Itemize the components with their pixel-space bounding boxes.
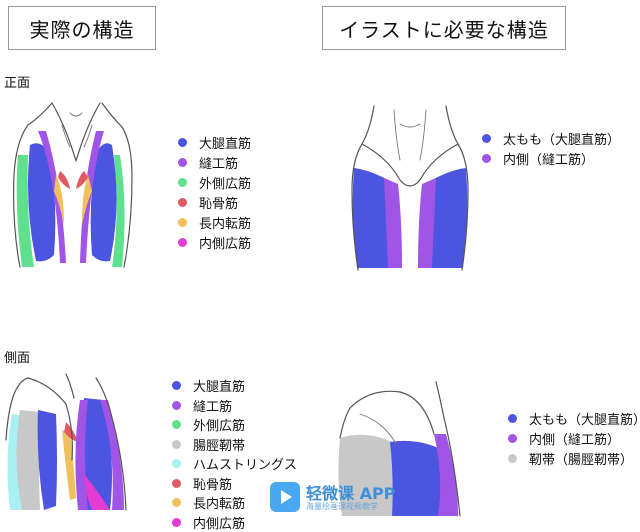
- legend-label: 内側（縫工筋）: [503, 149, 594, 168]
- legend-item: 外側広筋: [178, 172, 251, 192]
- legend-dot: [172, 459, 181, 468]
- legend-label: 大腿直筋: [193, 376, 245, 395]
- play-icon: [270, 482, 300, 512]
- hip-outline-simple: [350, 391, 434, 434]
- legend-item: ハムストリングス: [172, 454, 297, 474]
- legend-label: 長内転筋: [199, 213, 251, 232]
- legend-label: 大腿直筋: [199, 133, 251, 152]
- section-front-label: 正面: [4, 72, 30, 91]
- legend-item: 大腿直筋: [172, 376, 297, 396]
- legend-dot: [482, 154, 491, 163]
- legend-label: 靭帯（腸脛靭帯）: [529, 449, 633, 468]
- legend-dot: [508, 434, 517, 443]
- legend-item: 縫工筋: [172, 396, 297, 416]
- front-actual-figure: [0, 95, 150, 275]
- front-actual-legend: 大腿直筋 縫工筋 外側広筋 恥骨筋 長内転筋 内側広筋: [178, 132, 251, 252]
- legend-dot: [178, 138, 187, 147]
- title-illustration-structure: イラストに必要な構造: [322, 6, 566, 50]
- legend-dot: [178, 218, 187, 227]
- legend-item: 靭帯（腸脛靭帯）: [508, 448, 640, 468]
- section-side-label: 側面: [4, 347, 30, 366]
- legend-dot: [178, 178, 187, 187]
- legend-label: 内側広筋: [193, 513, 245, 532]
- front-simple-figure: [340, 100, 480, 275]
- legend-dot: [178, 158, 187, 167]
- app-logo-icon: [270, 482, 300, 512]
- legend-dot: [172, 420, 181, 429]
- legend-dot: [172, 518, 181, 527]
- legend-label: 縫工筋: [193, 396, 232, 415]
- legend-label: 縫工筋: [199, 153, 238, 172]
- legend-dot: [172, 381, 181, 390]
- legend-item: 内側広筋: [178, 232, 251, 252]
- watermark-subtitle: 海量绘画课视频教学: [306, 501, 378, 512]
- torso-line: [66, 374, 74, 398]
- legend-dot: [172, 440, 181, 449]
- legend-label: 外側広筋: [199, 173, 251, 192]
- legend-dot: [172, 479, 181, 488]
- legend-item: 縫工筋: [178, 152, 251, 172]
- legend-label: 恥骨筋: [199, 193, 238, 212]
- legend-label: 内側（縫工筋）: [529, 429, 620, 448]
- legend-item: 長内転筋: [178, 212, 251, 232]
- side-simple-legend: 太もも（大腿直筋） 内側（縫工筋） 靭帯（腸脛靭帯）: [508, 408, 640, 468]
- iliotibial-band: [16, 410, 40, 510]
- legend-item: 大腿直筋: [178, 132, 251, 152]
- legend-label: 太もも（大腿直筋）: [529, 409, 640, 428]
- legend-dot: [172, 401, 181, 410]
- legend-item: 太もも（大腿直筋）: [482, 128, 620, 148]
- legend-dot: [178, 198, 187, 207]
- legend-item: 内側（縫工筋）: [482, 148, 620, 168]
- legend-label: ハムストリングス: [193, 454, 297, 473]
- legend-label: 太もも（大腿直筋）: [503, 129, 620, 148]
- legend-item: 外側広筋: [172, 415, 297, 435]
- legend-item: 腸脛靭帯: [172, 435, 297, 455]
- abdomen-lines-simple: [394, 110, 426, 160]
- title-actual-structure: 実際の構造: [8, 6, 156, 50]
- legend-dot: [508, 454, 517, 463]
- watermark: 轻微课 APP 海量绘画课视频教学: [270, 480, 400, 518]
- legend-item: 恥骨筋: [178, 192, 251, 212]
- legend-label: 恥骨筋: [193, 474, 232, 493]
- legend-label: 長内転筋: [193, 493, 245, 512]
- legend-label: 腸脛靭帯: [193, 435, 245, 454]
- legend-item: 内側（縫工筋）: [508, 428, 640, 448]
- legend-dot: [508, 414, 517, 423]
- legend-item: 太もも（大腿直筋）: [508, 408, 640, 428]
- legend-dot: [178, 238, 187, 247]
- back-outline-simple: [340, 408, 350, 438]
- side-actual-figure: [0, 370, 140, 520]
- rectus-femoris-side-left: [38, 410, 57, 510]
- abdomen-lines: [62, 113, 92, 147]
- legend-label: 内側広筋: [199, 233, 251, 252]
- legend-dot: [172, 498, 181, 507]
- legend-label: 外側広筋: [193, 415, 245, 434]
- legend-dot: [482, 134, 491, 143]
- front-simple-legend: 太もも（大腿直筋） 内側（縫工筋）: [482, 128, 620, 168]
